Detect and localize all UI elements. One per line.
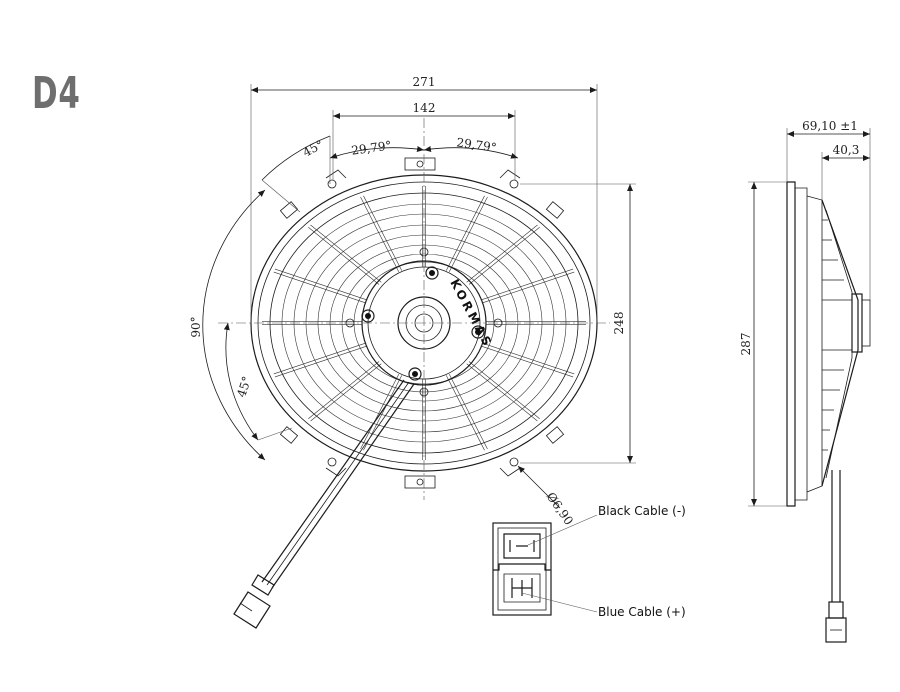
side-view: 69,10 ±1 40,3 287 [739,119,871,643]
guard-spoke [308,361,380,419]
dim-248: 248 [520,183,636,464]
guard-spoke [466,224,538,283]
side-depth-label: 69,10 ±1 [802,119,858,133]
angle-45b-label: 45° [234,374,254,399]
guard-spoke [360,373,400,450]
angle-right-label: 29,79° [456,135,498,154]
guard-spokes [262,186,586,460]
guard-spoke [481,271,575,304]
dim-248-label: 248 [612,312,626,335]
connector-detail: Black Cable (-) Blue Cable (+) [492,504,686,619]
guard-spoke [481,342,575,375]
guard-spoke [274,268,368,301]
guard-spoke [480,345,574,378]
guard-spoke [445,375,485,451]
guard-spoke [448,373,488,450]
guard-spoke [273,342,367,375]
guard-spoke [274,345,368,378]
dim-142-label: 142 [413,101,436,115]
angle-left-label: 29,79° [350,138,392,157]
angle-90-label: 90° [189,316,203,337]
side-depth2-label: 40,3 [833,143,860,157]
dim-271-label: 271 [413,75,436,89]
guard-spoke [448,196,488,273]
dim-142: 142 [332,101,516,180]
power-cable [233,379,415,629]
angle-dims: 45° 29,79° 29,79° 90° 45° [189,135,519,461]
mounting-tabs [279,157,565,489]
guard-spoke [468,227,540,285]
dim-271: 271 [250,75,598,323]
angle-45-label: 45° [300,137,325,159]
figure-title: D4 [32,68,81,119]
dim-hole-label: Ø6,90 [544,490,576,528]
front-view: KORMAS 271 142 [189,75,636,629]
guard-spoke [308,227,380,285]
guard-spoke [363,195,403,271]
guard-spoke [310,224,382,283]
dim-hole: Ø6,90 [517,465,576,528]
guard-spoke [466,363,538,422]
side-height-label: 287 [739,333,753,356]
hub-brand-text: KORMAS [447,277,495,351]
guard-spoke [273,271,367,304]
black-cable-label: Black Cable (-) [598,504,686,518]
guard-spoke [468,361,540,419]
guard-spoke [480,268,574,301]
guard-spoke [360,196,400,273]
guard-spoke [445,195,485,271]
guard-spoke [310,363,382,422]
blue-cable-label: Blue Cable (+) [598,605,686,619]
